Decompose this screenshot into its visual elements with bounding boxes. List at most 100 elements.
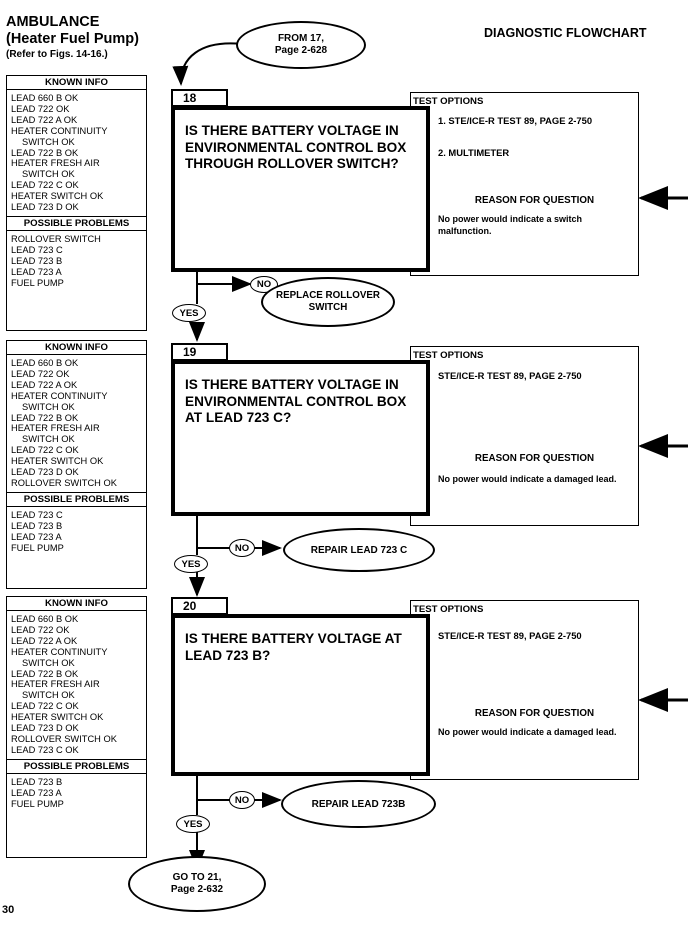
reason-heading: REASON FOR QUESTION xyxy=(474,453,595,464)
known-info-item: LEAD 660 B OK xyxy=(11,614,79,624)
step-20-yes-label: YES xyxy=(176,815,210,833)
known-info-item: SWITCH OK xyxy=(22,136,75,147)
step-18-question: IS THERE BATTERY VOLTAGE IN ENVIRONMENTA… xyxy=(171,106,430,272)
known-info-item: LEAD 722 C OK xyxy=(11,701,79,712)
step-20-reason: No power would indicate a damaged lead. xyxy=(438,727,617,737)
connector-from-17 xyxy=(172,42,243,86)
step-19-question: IS THERE BATTERY VOLTAGE IN ENVIRONMENTA… xyxy=(171,360,430,516)
known-info-item: HEATER CONTINUITY xyxy=(11,646,108,657)
known-info-heading: KNOWN INFO xyxy=(45,598,108,609)
step-18-reason: No power would indicate a switch malfunc… xyxy=(438,214,583,236)
possible-problem-item: LEAD 723 B xyxy=(11,520,63,531)
step-20-no-label: NO xyxy=(229,791,255,809)
known-info-item: HEATER SWITCH OK xyxy=(11,456,104,467)
test-option-item: 1. STE/ICE-R TEST 89, PAGE 2-750 xyxy=(438,115,593,126)
possible-problems-heading: POSSIBLE PROBLEMS xyxy=(23,493,130,505)
no-action-line: REPAIR LEAD 723B xyxy=(311,798,406,810)
possible-problem-item: LEAD 723 B xyxy=(11,776,63,787)
no-action-line: REPAIR LEAD 723 C xyxy=(310,544,408,556)
known-info-item: LEAD 660 B OK xyxy=(11,93,79,103)
page-number: 30 xyxy=(2,904,15,916)
known-info-item: HEATER FRESH AIR xyxy=(11,158,100,169)
known-info-item: LEAD 722 C OK xyxy=(11,180,79,191)
test-options-heading: TEST OPTIONS xyxy=(413,96,484,107)
reason-heading: REASON FOR QUESTION xyxy=(474,195,595,206)
step-19-test-options-box: TEST OPTIONS xyxy=(410,346,639,526)
known-info-item: HEATER FRESH AIR xyxy=(11,679,100,690)
possible-problems-heading: POSSIBLE PROBLEMS xyxy=(23,217,130,229)
document-title: AMBULANCE xyxy=(6,14,100,30)
reason-heading: REASON FOR QUESTION xyxy=(474,708,595,719)
known-info-item: LEAD 722 A OK xyxy=(11,635,78,646)
known-info-item: HEATER SWITCH OK xyxy=(11,191,104,202)
known-info-item: SWITCH OK xyxy=(22,434,75,445)
known-info-item: HEATER SWITCH OK xyxy=(11,712,104,723)
goto-oval-line2: Page 2-632 xyxy=(170,884,224,895)
step-20-number: 20 xyxy=(171,597,228,615)
possible-problem-item: FUEL PUMP xyxy=(11,542,64,553)
known-info-item: LEAD 660 B OK xyxy=(11,358,79,368)
known-info-item: LEAD 722 OK xyxy=(11,368,70,379)
known-info-item: HEATER FRESH AIR xyxy=(11,423,100,434)
document-subtitle: (Heater Fuel Pump) xyxy=(6,31,139,47)
test-option-item: STE/ICE-R TEST 89, PAGE 2-750 xyxy=(438,630,582,641)
known-info-item: LEAD 722 B OK xyxy=(11,147,79,158)
no-action-line: SWITCH xyxy=(308,302,348,313)
known-info-item: SWITCH OK xyxy=(22,401,75,412)
test-option-item: STE/ICE-R TEST 89, PAGE 2-750 xyxy=(438,370,582,381)
known-info-item: ROLLOVER SWITCH OK xyxy=(11,477,117,488)
step-18-test-options-box: TEST OPTIONS xyxy=(410,92,639,276)
known-info-item: LEAD 722 B OK xyxy=(11,412,79,423)
step-20-test-options-box: TEST OPTIONS xyxy=(410,600,639,780)
step-19-no-action: REPAIR LEAD 723 C xyxy=(283,528,435,572)
known-info-item: LEAD 722 A OK xyxy=(11,379,78,390)
goto-step-21-oval: GO TO 21, Page 2-632 xyxy=(128,856,266,912)
step-20-info-panel: KNOWN INFO LEAD 660 B OK LEAD 722 OK LEA… xyxy=(6,596,147,858)
known-info-item: LEAD 723 D OK xyxy=(11,723,79,734)
step-18-no-action: REPLACE ROLLOVER SWITCH xyxy=(261,277,395,327)
step-18-info-panel: KNOWN INFO LEAD 660 B OK LEAD 722 OK LEA… xyxy=(6,75,147,331)
known-info-item: LEAD 723 D OK xyxy=(11,467,79,478)
possible-problem-item: LEAD 723 C xyxy=(11,244,63,255)
possible-problems-heading: POSSIBLE PROBLEMS xyxy=(23,760,130,772)
test-options-heading: TEST OPTIONS xyxy=(413,604,484,615)
known-info-item: ROLLOVER SWITCH OK xyxy=(11,733,117,744)
known-info-item: LEAD 723 D OK xyxy=(11,202,79,213)
step-20-no-action: REPAIR LEAD 723B xyxy=(281,780,436,828)
possible-problem-item: ROLLOVER SWITCH xyxy=(11,233,101,244)
figure-reference: (Refer to Figs. 14-16.) xyxy=(6,49,108,60)
step-18-number: 18 xyxy=(171,89,228,107)
from-step-17-oval: FROM 17, Page 2-628 xyxy=(236,21,366,69)
known-info-item: LEAD 722 OK xyxy=(11,624,70,635)
known-info-item: HEATER CONTINUITY xyxy=(11,125,108,136)
step-19-no-label: NO xyxy=(229,539,255,557)
possible-problem-item: LEAD 723 C xyxy=(11,509,63,520)
known-info-heading: KNOWN INFO xyxy=(45,342,108,353)
step-19-yes-label: YES xyxy=(174,555,208,573)
possible-problem-item: FUEL PUMP xyxy=(11,798,64,809)
possible-problem-item: LEAD 723 A xyxy=(11,266,62,277)
known-info-item: HEATER CONTINUITY xyxy=(11,390,108,401)
known-info-item: LEAD 722 A OK xyxy=(11,114,78,125)
step-18-yes-label: YES xyxy=(172,304,206,322)
test-option-item: 2. MULTIMETER xyxy=(438,147,510,158)
possible-problem-item: FUEL PUMP xyxy=(11,277,64,288)
known-info-item: LEAD 722 OK xyxy=(11,103,70,114)
known-info-item: SWITCH OK xyxy=(22,169,75,180)
goto-oval-line1: GO TO 21, xyxy=(172,872,222,883)
known-info-item: SWITCH OK xyxy=(22,657,75,668)
possible-problem-item: LEAD 723 B xyxy=(11,255,63,266)
no-action-line: REPLACE ROLLOVER xyxy=(276,290,380,301)
test-options-heading: TEST OPTIONS xyxy=(413,350,484,361)
from-oval-line1: FROM 17, xyxy=(277,33,325,44)
step-20-question: IS THERE BATTERY VOLTAGE AT LEAD 723 B? xyxy=(171,614,430,776)
step-19-number: 19 xyxy=(171,343,228,361)
known-info-item: LEAD 723 C OK xyxy=(11,744,79,755)
known-info-item: LEAD 722 C OK xyxy=(11,445,79,456)
step-19-reason: No power would indicate a damaged lead. xyxy=(438,474,617,484)
known-info-item: SWITCH OK xyxy=(22,690,75,701)
known-info-item: LEAD 722 B OK xyxy=(11,668,79,679)
possible-problem-item: LEAD 723 A xyxy=(11,531,62,542)
from-oval-line2: Page 2-628 xyxy=(274,45,328,56)
known-info-heading: KNOWN INFO xyxy=(45,77,108,88)
